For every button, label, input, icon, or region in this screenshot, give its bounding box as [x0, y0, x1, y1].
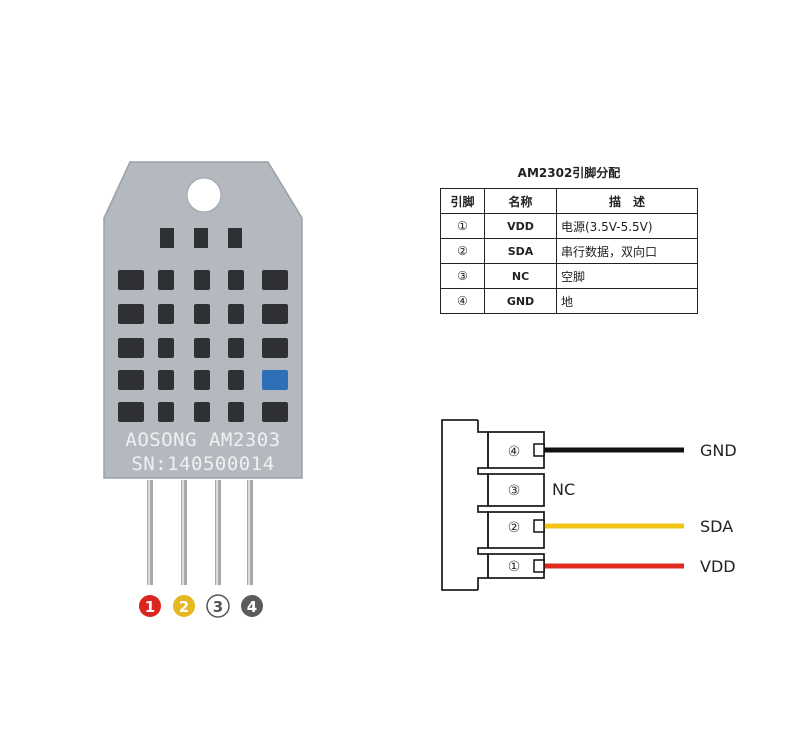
row-name: VDD [484, 213, 557, 239]
header-name: 名称 [484, 188, 557, 214]
row-name: GND [484, 288, 557, 314]
mounting-hole [186, 177, 222, 213]
svg-text:3: 3 [213, 598, 223, 616]
row-name: NC [484, 263, 557, 289]
pin-assignment-table: 引脚 名称 描 述 ① VDD 电源(3.5V-5.5V) ② SDA 串行数据… [440, 188, 698, 314]
vent-slot [228, 402, 244, 422]
vent-slot [194, 370, 210, 390]
row-desc: 空脚 [556, 263, 698, 289]
vent-slot [194, 402, 210, 422]
pin-badge-4: 4 [241, 595, 263, 617]
vent-slot [158, 370, 174, 390]
label-sda: SDA [700, 517, 733, 536]
row-pin: ③ [440, 263, 485, 289]
connector-outer-housing [441, 419, 478, 591]
vent-slot [158, 402, 174, 422]
pin-badge-2: 2 [173, 595, 195, 617]
vent-slot [158, 304, 174, 324]
row-desc: 串行数据，双向口 [556, 238, 698, 264]
vent-slot [118, 402, 144, 422]
vent-slot [118, 338, 144, 358]
vent-slot [228, 370, 244, 390]
table-row: ② SDA 串行数据，双向口 [440, 238, 698, 264]
vent-slot [262, 370, 288, 390]
vent-slot [262, 304, 288, 324]
vent-slot [194, 270, 210, 290]
vent-slot [194, 304, 210, 324]
sensor-pins [147, 480, 253, 585]
ventilation-grid [118, 270, 288, 422]
sensor-serial-text: SN:140500014 [131, 453, 274, 475]
wiring-pin-3-number: ③ [508, 483, 521, 499]
svg-text:2: 2 [179, 598, 189, 616]
vent-slot [262, 338, 288, 358]
top-slots [160, 228, 242, 248]
label-nc: NC [552, 480, 575, 499]
vent-slot [262, 402, 288, 422]
pin-badge-1: 1 [139, 595, 161, 617]
pin-table-title: AM2302引脚分配 [517, 166, 621, 180]
wiring-pin-2-number: ② [508, 520, 521, 536]
vent-slot [158, 338, 174, 358]
row-desc: 地 [556, 288, 698, 314]
vent-slot [158, 270, 174, 290]
vent-slot [118, 304, 144, 324]
label-gnd: GND [700, 441, 737, 460]
wire-vdd [533, 559, 684, 573]
wiring-pin-1-number: ① [508, 559, 521, 575]
table-row: ③ NC 空脚 [440, 263, 698, 289]
am2303-sensor-illustration: AOSONG AM2303 SN:140500014 1 2 3 4 [103, 161, 303, 618]
svg-text:4: 4 [247, 598, 257, 616]
svg-text:1: 1 [145, 598, 155, 616]
table-row: ① VDD 电源(3.5V-5.5V) [440, 213, 698, 239]
row-desc: 电源(3.5V-5.5V) [556, 213, 698, 239]
wire-sda [533, 519, 684, 533]
wiring-pin-4-number: ④ [508, 444, 521, 460]
pin-badge-3: 3 [206, 594, 230, 618]
vent-slot [118, 370, 144, 390]
wire-gnd [533, 443, 684, 457]
sensor-brand-text: AOSONG AM2303 [125, 429, 280, 451]
label-vdd: VDD [700, 557, 736, 576]
vent-slot [228, 304, 244, 324]
vent-slot [118, 270, 144, 290]
vent-slot [228, 338, 244, 358]
vent-slot [194, 338, 210, 358]
vent-slot [228, 270, 244, 290]
vent-slot [262, 270, 288, 290]
table-row: ④ GND 地 [440, 288, 698, 314]
